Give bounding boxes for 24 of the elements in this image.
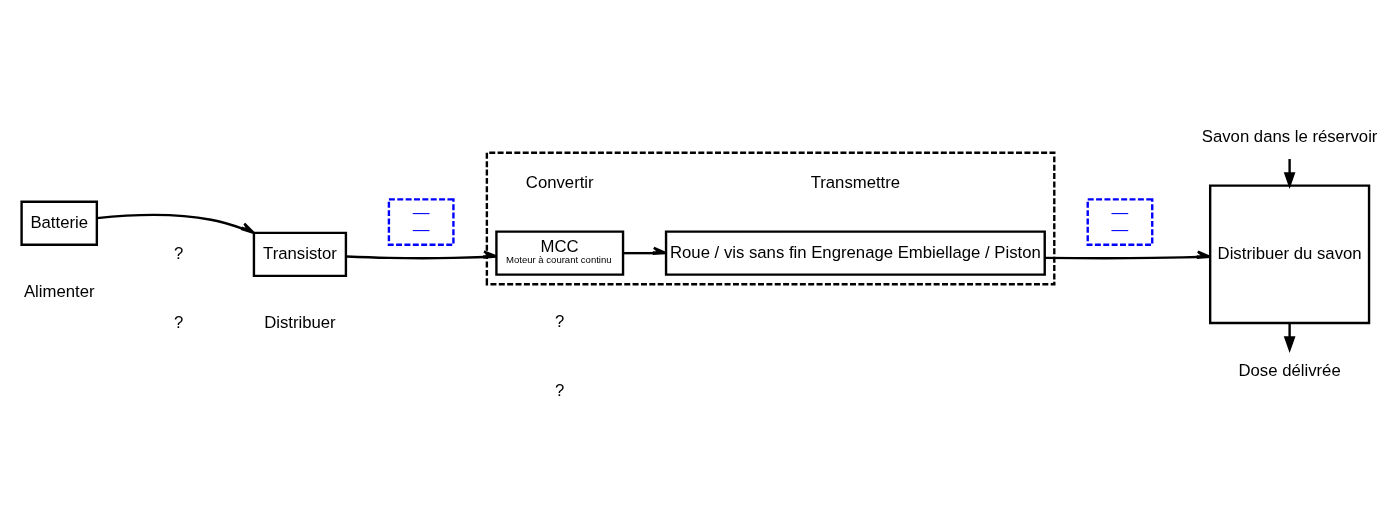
node-label: Convertir [525, 172, 594, 192]
node-box: Batterie [20, 200, 99, 246]
label: ? [174, 243, 184, 263]
node-text: Savon dans le réservoir [1201, 126, 1378, 146]
arrow [1283, 322, 1296, 353]
arrow [623, 246, 668, 255]
node-box: Roue / vis sans fin Engrenage Embiellage / Piston [664, 229, 1046, 276]
node-box: — — [1086, 197, 1154, 246]
label: ? [555, 380, 565, 400]
node-box: — — [387, 197, 455, 246]
cluster [485, 151, 1056, 285]
node-label: Alimenter [23, 281, 95, 301]
arrow [346, 249, 498, 260]
node-text: Dose délivrée [1238, 360, 1341, 380]
arrow [1045, 250, 1212, 259]
label: ? [174, 312, 184, 332]
node-box: Transistor [252, 231, 348, 277]
arrow [96, 213, 255, 234]
node-label: Distribuer [264, 312, 336, 332]
node-label: Transmettre [810, 172, 901, 192]
label: ? [555, 311, 565, 331]
arrow [1283, 158, 1296, 189]
node-box: Distribuer du savon [1208, 183, 1371, 324]
node-box: MCC Moteur à courant continu [495, 229, 625, 276]
